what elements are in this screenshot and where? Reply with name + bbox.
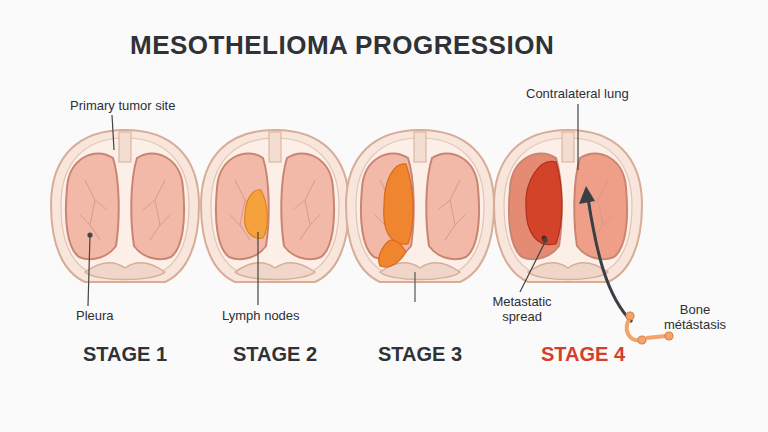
stage-label: STAGE 1 [83,343,167,366]
stage-label: STAGE 4 [541,343,625,366]
part-label: Bone métástasis [656,302,734,332]
part-label: Pleura [76,308,114,323]
stage-label: STAGE 3 [378,343,462,366]
stage-label: STAGE 2 [233,343,317,366]
part-label: Contralateral lung [526,86,629,101]
part-label: Primary tumor site [70,98,175,113]
diagram-title: MESOTHELIOMA PROGRESSION [130,30,554,61]
part-label: Lymph nodes [222,308,300,323]
part-label: Metastatic spread [482,294,562,324]
